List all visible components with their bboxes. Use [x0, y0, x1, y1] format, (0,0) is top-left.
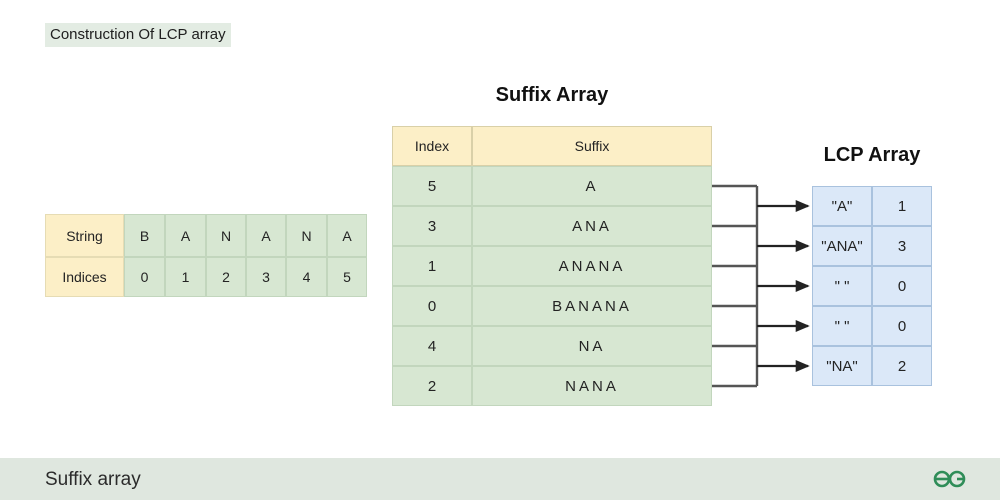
lcp-array-heading: LCP Array [823, 144, 921, 166]
suffix-array-heading: Suffix Array [495, 84, 609, 106]
suffix-array-suffix: ANA [472, 206, 712, 246]
string-table-cell: B [124, 214, 165, 257]
suffix-array-suffix: A [472, 166, 712, 206]
suffix-array-index: 4 [392, 326, 472, 366]
suffix-array-index: 0 [392, 286, 472, 326]
lcp-array-length: 1 [872, 186, 932, 226]
string-table-cell: A [327, 214, 367, 257]
suffix-array-index: 2 [392, 366, 472, 406]
suffix-array-suffix: BANANA [472, 286, 712, 326]
string-table-cell: 1 [165, 257, 206, 297]
suffix-array-suffix: NANA [472, 366, 712, 406]
footer-caption: Suffix array [45, 469, 141, 490]
connector-arrows [757, 200, 810, 372]
string-table-cell: N [206, 214, 246, 257]
lcp-array-length: 2 [872, 346, 932, 386]
suffix-array-column-header-suffix: Suffix [472, 126, 712, 166]
string-table-cell: 0 [124, 257, 165, 297]
lcp-array-length: 0 [872, 306, 932, 346]
lcp-array-prefix: "NA" [812, 346, 872, 386]
geeksforgeeks-logo-icon [933, 470, 966, 488]
suffix-array-suffix: ANANA [472, 246, 712, 286]
string-table-row-label: Indices [45, 257, 124, 297]
lcp-array-prefix: " " [812, 306, 872, 346]
string-table-cell: A [165, 214, 206, 257]
string-table-cell: 2 [206, 257, 246, 297]
footer-band [0, 458, 1000, 500]
bracket-lines [712, 184, 759, 388]
suffix-array-index: 5 [392, 166, 472, 206]
lcp-array-prefix: " " [812, 266, 872, 306]
lcp-array-prefix: "ANA" [812, 226, 872, 266]
suffix-array-index: 1 [392, 246, 472, 286]
string-table-cell: A [246, 214, 286, 257]
string-table-cell: 5 [327, 257, 367, 297]
string-table-cell: 4 [286, 257, 327, 297]
string-table-cell: 3 [246, 257, 286, 297]
lcp-array-prefix: "A" [812, 186, 872, 226]
suffix-array-column-header-index: Index [392, 126, 472, 166]
lcp-array-length: 3 [872, 226, 932, 266]
connector-bracket-group [712, 184, 810, 388]
page-title: Construction Of LCP array [45, 23, 231, 47]
string-table-row-label: String [45, 214, 124, 257]
string-table-cell: N [286, 214, 327, 257]
suffix-array-suffix: NA [472, 326, 712, 366]
lcp-array-length: 0 [872, 266, 932, 306]
suffix-array-index: 3 [392, 206, 472, 246]
